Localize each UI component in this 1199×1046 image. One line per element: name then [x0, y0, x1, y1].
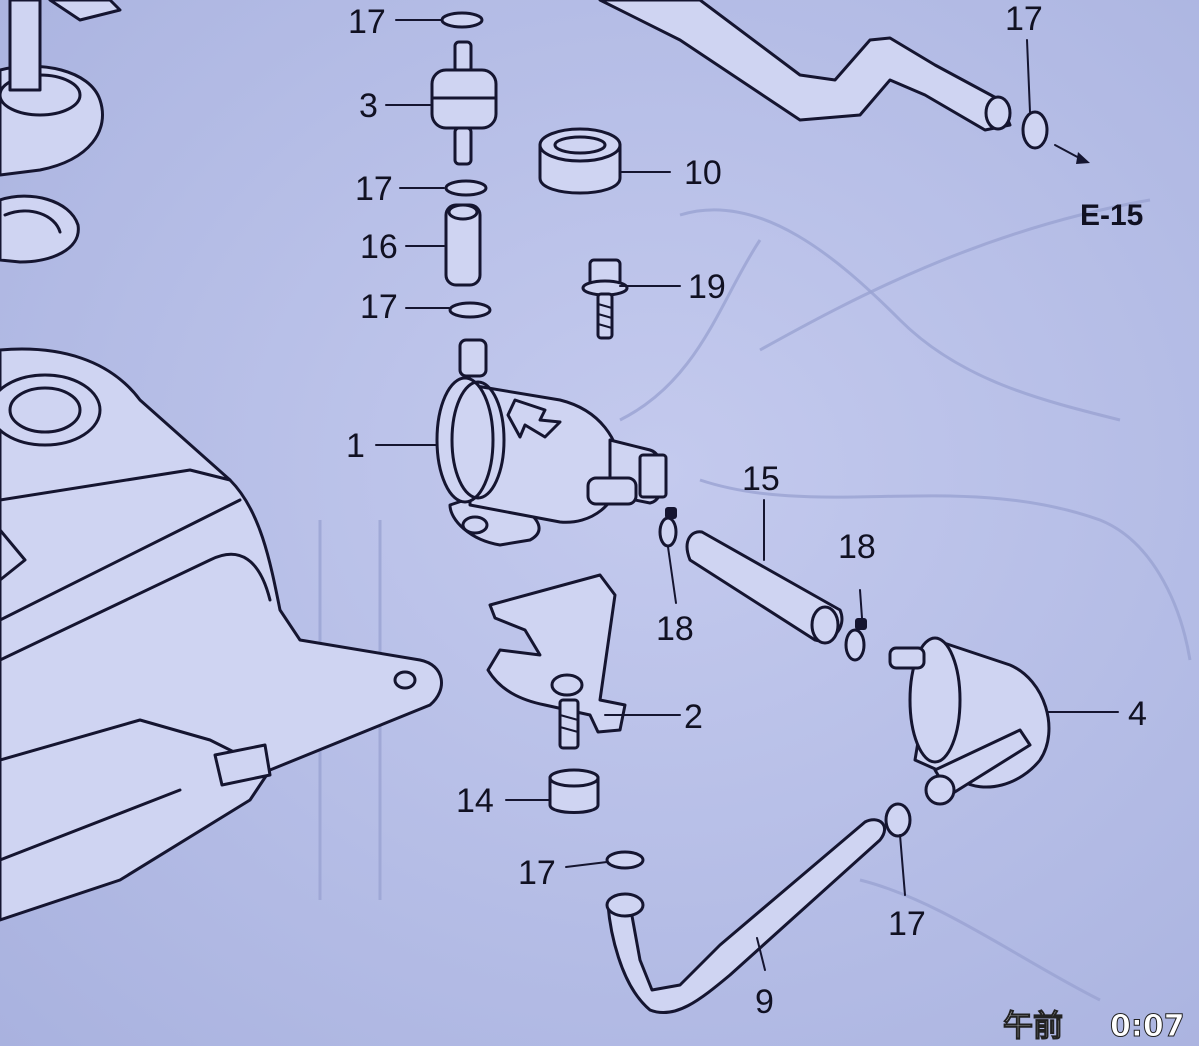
callout-18-right: 18: [838, 528, 876, 566]
callout-18-left: 18: [656, 610, 694, 648]
clip-17-low: [448, 301, 492, 319]
clip-17-lower-right: [884, 802, 912, 838]
clip-18-right: [844, 618, 867, 662]
clip-17-mid: [444, 179, 488, 197]
callout-16: 16: [360, 228, 398, 266]
callout-17-low: 17: [360, 288, 398, 326]
callout-4: 4: [1128, 695, 1147, 733]
callout-14: 14: [456, 782, 494, 820]
clip-17-lower-left: [605, 850, 645, 870]
pressure-regulator: [888, 636, 1051, 806]
hose-mid: [685, 530, 844, 645]
hose-upper: [598, 0, 1012, 132]
tank-sender-assembly: [0, 0, 122, 264]
callout-17-lower-left: 17: [518, 854, 556, 892]
callout-9: 9: [755, 983, 774, 1021]
callout-1: 1: [346, 427, 365, 465]
callout-15: 15: [742, 460, 780, 498]
leader-lines: [375, 19, 1119, 971]
clip-18-left: [658, 507, 678, 548]
bracket: [486, 573, 627, 750]
fuel-pump: [435, 338, 668, 547]
clock-ampm: 午前: [1003, 1009, 1063, 1044]
flange-bolt: [581, 258, 629, 340]
callout-17-right-top: 17: [1005, 0, 1043, 38]
clip-17-right-top: [1021, 110, 1049, 150]
rubber-collar: [538, 127, 622, 195]
hose-long: [605, 818, 887, 1015]
callout-10: 10: [684, 154, 722, 192]
fuel-tank: [0, 347, 443, 922]
nut: [548, 768, 600, 814]
hose-short: [444, 203, 482, 287]
status-clock: 午前 0:07: [1003, 1009, 1186, 1045]
fuel-filter: [430, 40, 498, 166]
callout-19: 19: [688, 268, 726, 306]
callout-17-top: 17: [348, 3, 386, 41]
reference-e15: E-15: [1080, 199, 1143, 232]
callout-17-mid: 17: [355, 170, 393, 208]
clock-time: 0:07: [1110, 1009, 1185, 1044]
clip-17-top: [440, 11, 484, 29]
callout-17-lower-right: 17: [888, 905, 926, 943]
callout-2: 2: [684, 698, 703, 736]
callout-labels: 17 3 17 16 17 10 19 1 15 18 18 2 4 14 17…: [346, 0, 1147, 1021]
callout-3: 3: [359, 87, 378, 125]
